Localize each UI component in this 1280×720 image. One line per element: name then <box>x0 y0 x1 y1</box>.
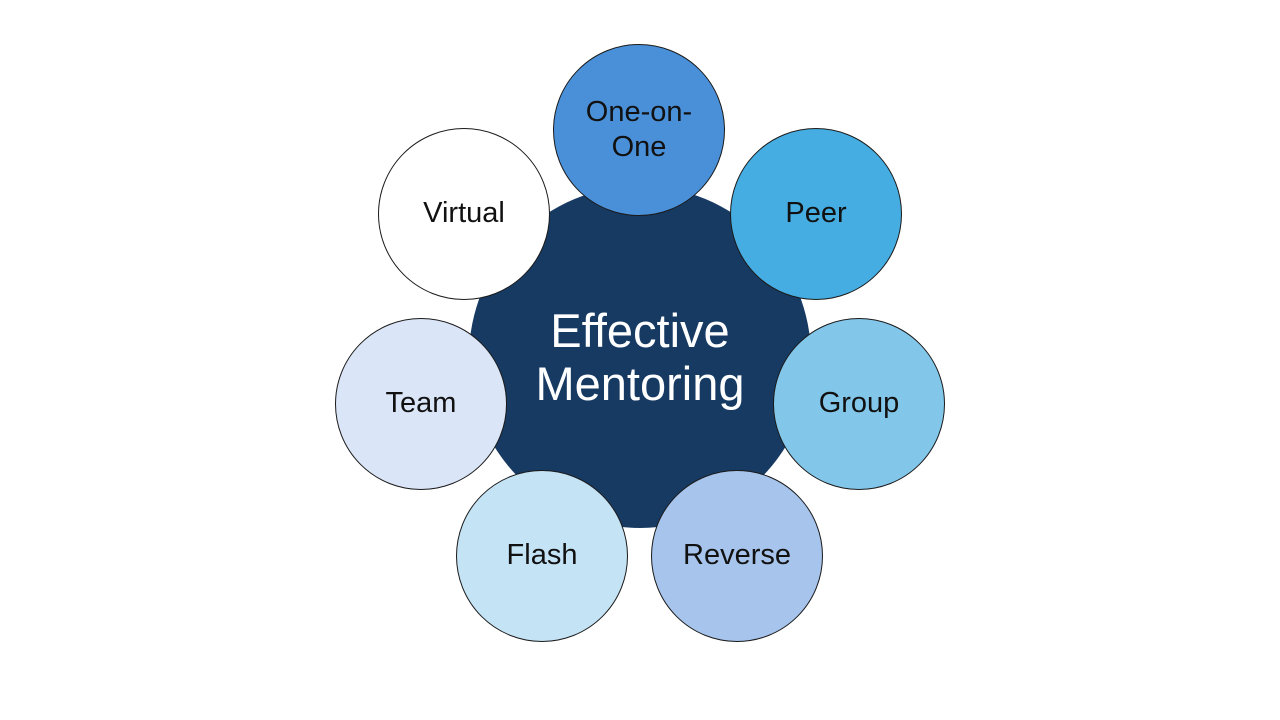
center-hub-label-line-1: Effective <box>550 303 730 357</box>
node-group-label: Group <box>818 387 900 420</box>
node-group: Group <box>773 318 945 490</box>
node-reverse: Reverse <box>651 470 823 642</box>
node-virtual-label: Virtual <box>423 197 505 230</box>
node-team-label: Team <box>385 387 457 420</box>
node-team: Team <box>335 318 507 490</box>
node-peer: Peer <box>730 128 902 300</box>
node-flash-label: Flash <box>506 539 578 572</box>
node-peer-label: Peer <box>785 197 847 230</box>
center-hub-label: Effective Mentoring <box>536 304 745 410</box>
center-hub-label-line-2: Mentoring <box>535 357 745 410</box>
node-one-on-one: One-on-One <box>553 44 725 216</box>
node-flash: Flash <box>456 470 628 642</box>
node-reverse-label: Reverse <box>683 539 791 572</box>
node-one-on-one-label: One-on-One <box>585 95 693 163</box>
node-virtual: Virtual <box>378 128 550 300</box>
